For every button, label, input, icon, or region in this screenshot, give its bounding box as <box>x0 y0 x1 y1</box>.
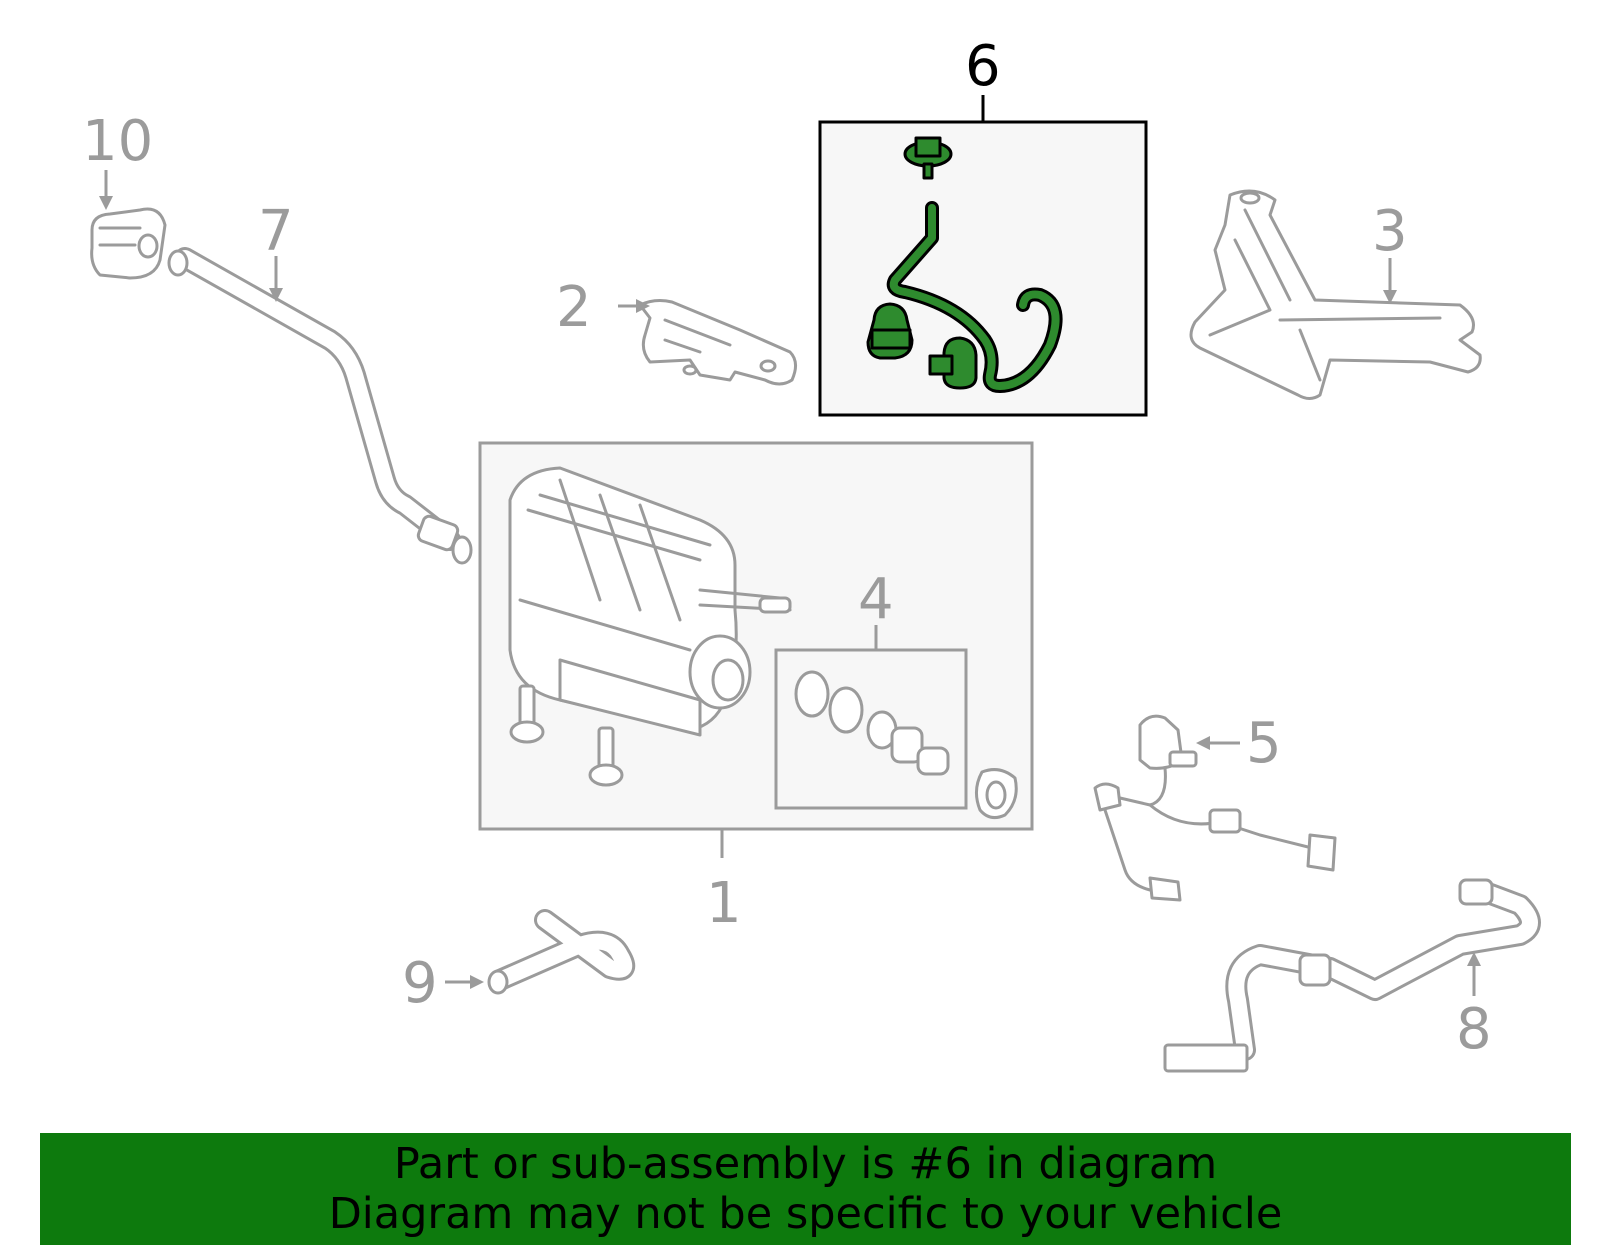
callout-4: 4 <box>858 567 894 632</box>
callout-3: 3 <box>1372 199 1408 264</box>
part-6-bolt <box>903 136 953 180</box>
callout-9: 9 <box>402 951 438 1016</box>
part-2-arrowhead <box>636 299 650 313</box>
part-9-arrowhead <box>470 975 484 989</box>
part-6-clip-b <box>928 336 978 390</box>
callout-5: 5 <box>1246 711 1282 776</box>
part-1-assembly[interactable] <box>478 441 1034 858</box>
canister-bolt-a <box>509 684 545 744</box>
info-banner: Part or sub-assembly is #6 in diagram Di… <box>40 1133 1571 1245</box>
part-8-arrowhead <box>1467 952 1481 966</box>
o-ring-b <box>828 686 864 734</box>
callout-7: 7 <box>258 199 294 264</box>
part-4-assembly[interactable] <box>774 625 968 810</box>
part-6-clip-a <box>866 302 914 360</box>
callout-8: 8 <box>1456 997 1492 1062</box>
fitting <box>866 710 950 776</box>
part-5-arrowhead <box>1196 736 1210 750</box>
banner-line-1: Part or sub-assembly is #6 in diagram <box>393 1139 1218 1189</box>
part-2-bracket[interactable] <box>638 299 797 386</box>
part-9-hose[interactable] <box>487 909 636 995</box>
part-8-hose[interactable] <box>1163 878 1541 1073</box>
callout-1: 1 <box>706 871 742 936</box>
part-10-connector[interactable] <box>90 207 167 280</box>
part-3-bracket[interactable] <box>1189 189 1482 400</box>
callout-2: 2 <box>556 275 592 340</box>
part-6-box <box>818 120 1148 417</box>
part-10-arrowhead <box>99 196 113 210</box>
part-6-hose <box>886 201 1063 393</box>
part-5-harness[interactable] <box>1093 714 1337 902</box>
o-ring-a <box>794 670 830 718</box>
part-6-assembly[interactable] <box>818 95 1148 417</box>
canister <box>508 466 792 737</box>
retaining-ring <box>975 768 1018 820</box>
callout-6: 6 <box>965 34 1001 99</box>
part-7-tube[interactable] <box>167 247 473 565</box>
part-7-arrowhead <box>269 288 283 302</box>
canister-bolt-b <box>588 726 624 787</box>
callout-10: 10 <box>82 109 153 174</box>
banner-line-2: Diagram may not be specific to your vehi… <box>328 1189 1283 1239</box>
part-3-arrowhead <box>1383 290 1397 304</box>
